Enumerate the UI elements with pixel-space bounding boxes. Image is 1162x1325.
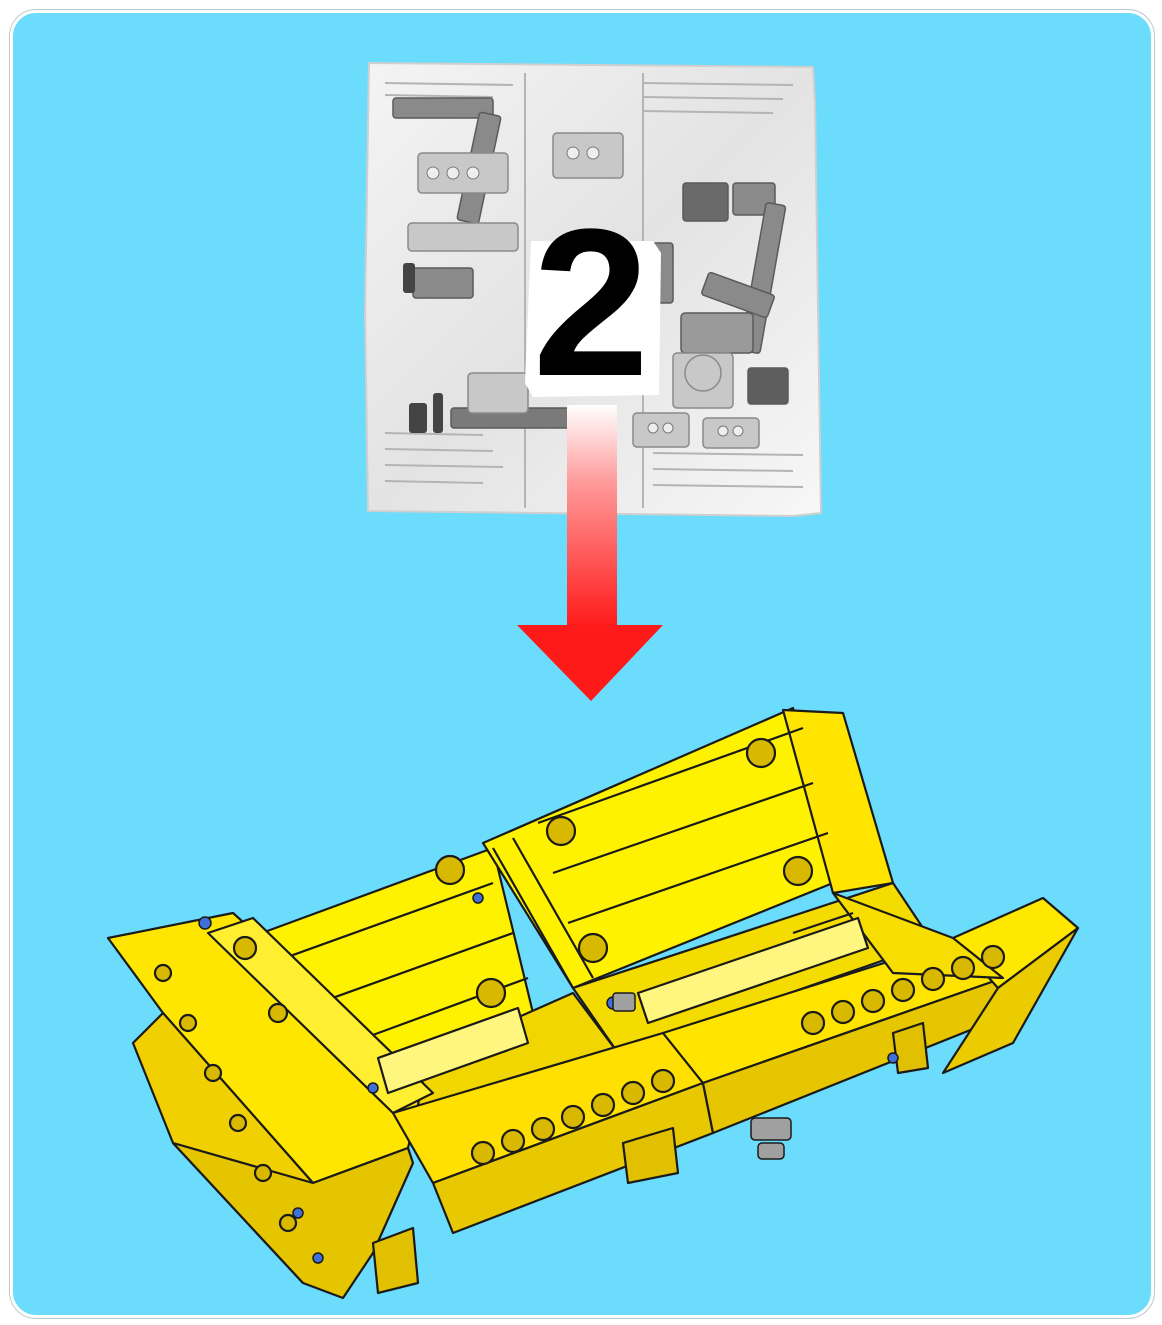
instruction-panel: 2 bbox=[10, 10, 1154, 1318]
yellow-technic-model bbox=[108, 708, 1078, 1298]
bag-number: 2 bbox=[533, 185, 650, 420]
instruction-illustration: 2 bbox=[13, 13, 1151, 1315]
